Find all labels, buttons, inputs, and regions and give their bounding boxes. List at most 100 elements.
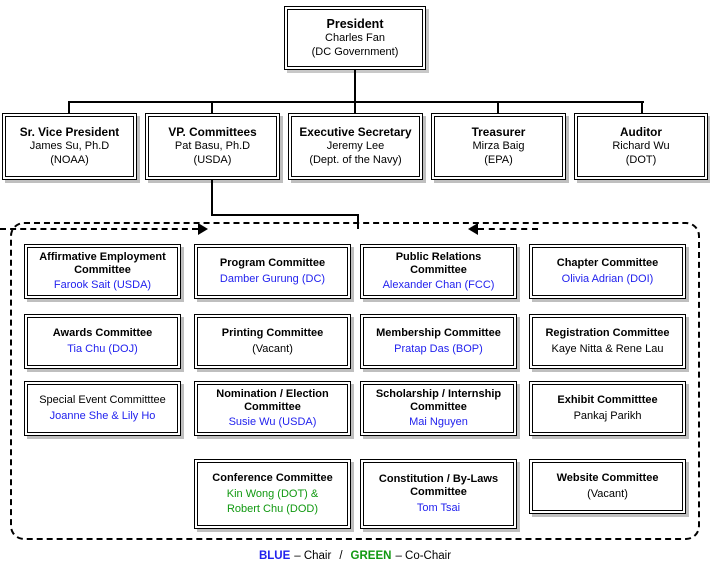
committee-4-title: Awards Committee — [52, 327, 153, 340]
officer-5-title: Auditor — [620, 124, 662, 139]
committee-5-inner: Printing Committee (Vacant) — [197, 317, 348, 366]
committee-6-person: Pratap Das (BOP) — [394, 343, 483, 355]
legend-green-meaning: – Co-Chair — [395, 550, 452, 562]
committee-7-title: Registration Committee — [545, 327, 670, 340]
node-treasurer-inner: Treasurer Mirza Baig (EPA) — [434, 116, 563, 177]
committee-7-person: Kaye Nitta & Rene Lau — [551, 343, 664, 355]
committee-5-person: (Vacant) — [252, 343, 293, 355]
node-committee-membership[interactable]: Membership Committee Pratap Das (BOP) — [360, 314, 517, 369]
committee-2-inner: Public Relations Committee Alexander Cha… — [363, 247, 514, 296]
node-committee-scholarship-internship[interactable]: Scholarship / Internship Committee Mai N… — [360, 381, 517, 436]
president-title: President — [326, 16, 384, 31]
officer-1-name: James Su, Ph.D — [29, 140, 110, 153]
officer-5-affiliation: (DOT) — [625, 154, 657, 167]
connector-vp-stem — [211, 180, 213, 216]
node-committee-special-event[interactable]: Special Event Committtee Joanne She & Li… — [24, 381, 181, 436]
node-sr-vice-president[interactable]: Sr. Vice President James Su, Ph.D (NOAA) — [2, 113, 137, 180]
officer-3-name: Jeremy Lee — [326, 140, 385, 153]
committee-3-inner: Chapter Committee Olivia Adrian (DOI) — [532, 247, 683, 296]
committee-13-inner: Constitution / By-Laws Committee Tom Tsa… — [363, 462, 514, 526]
legend: BLUE– Chair/GREEN– Co-Chair — [0, 550, 710, 562]
committee-7-inner: Registration Committee Kaye Nitta & Rene… — [532, 317, 683, 366]
connector-drop-officer-2 — [211, 101, 213, 117]
committee-11-title: Exhibit Committtee — [557, 394, 658, 407]
committee-4-person: Tia Chu (DOJ) — [67, 343, 138, 355]
officer-2-affiliation: (USDA) — [193, 154, 232, 167]
officer-3-affiliation: (Dept. of the Navy) — [309, 154, 402, 167]
connector-president-stem — [354, 70, 356, 103]
committee-1-title: Program Committee — [219, 257, 326, 270]
committee-2-person: Alexander Chan (FCC) — [382, 279, 495, 292]
legend-blue-label: BLUE — [258, 550, 291, 562]
committee-9-inner: Nomination / Election Committee Susie Wu… — [197, 384, 348, 433]
officer-4-affiliation: (EPA) — [484, 154, 513, 167]
committee-1-inner: Program Committee Damber Gurung (DC) — [197, 247, 348, 296]
connector-drop-officer-3 — [354, 101, 356, 117]
committee-0-person: Farook Sait (USDA) — [53, 279, 152, 292]
committee-0-inner: Affirmative Employment Committee Farook … — [27, 247, 178, 296]
committee-14-inner: Website Committee (Vacant) — [532, 462, 683, 511]
committee-11-person: Pankaj Parikh — [573, 410, 642, 422]
node-committee-program[interactable]: Program Committee Damber Gurung (DC) — [194, 244, 351, 299]
committee-6-title: Membership Committee — [376, 327, 501, 340]
node-treasurer[interactable]: Treasurer Mirza Baig (EPA) — [431, 113, 566, 180]
committee-12-person: Kin Wong (DOT) & — [226, 487, 319, 500]
committee-10-title: Scholarship / Internship Committee — [375, 387, 502, 413]
node-committee-website[interactable]: Website Committee (Vacant) — [529, 459, 686, 514]
node-committee-conference[interactable]: Conference Committee Kin Wong (DOT) & Ro… — [194, 459, 351, 529]
connector-dash-right — [478, 228, 538, 230]
node-committee-exhibit[interactable]: Exhibit Committtee Pankaj Parikh — [529, 381, 686, 436]
committee-14-title: Website Committee — [556, 472, 659, 485]
committee-0-title: Affirmative Employment Committee — [39, 250, 166, 276]
committee-13-title: Constitution / By-Laws Committee — [378, 473, 499, 499]
node-president-inner: President Charles Fan (DC Government) — [287, 9, 423, 67]
officer-4-title: Treasurer — [471, 124, 526, 139]
committee-9-person: Susie Wu (USDA) — [228, 416, 317, 429]
node-sr-vice-president-inner: Sr. Vice President James Su, Ph.D (NOAA) — [5, 116, 134, 177]
node-committee-nomination-election[interactable]: Nomination / Election Committee Susie Wu… — [194, 381, 351, 436]
connector-officer-bus — [68, 101, 644, 103]
committee-13-person: Tom Tsai — [416, 501, 461, 514]
node-president[interactable]: President Charles Fan (DC Government) — [284, 6, 426, 70]
node-committee-affirmative-employment[interactable]: Affirmative Employment Committee Farook … — [24, 244, 181, 299]
committee-9-title: Nomination / Election Committee — [216, 387, 329, 413]
node-vp-committees-inner: VP. Committees Pat Basu, Ph.D (USDA) — [148, 116, 277, 177]
president-affiliation: (DC Government) — [311, 46, 399, 59]
officer-1-affiliation: (NOAA) — [50, 154, 89, 167]
committees-group-boundary — [10, 222, 700, 540]
node-committee-registration[interactable]: Registration Committee Kaye Nitta & Rene… — [529, 314, 686, 369]
connector-drop-officer-1 — [68, 101, 70, 117]
committee-3-person: Olivia Adrian (DOI) — [561, 273, 654, 285]
node-vp-committees[interactable]: VP. Committees Pat Basu, Ph.D (USDA) — [145, 113, 280, 180]
node-executive-secretary[interactable]: Executive Secretary Jeremy Lee (Dept. of… — [288, 113, 423, 180]
officer-2-name: Pat Basu, Ph.D — [174, 140, 251, 153]
node-committee-constitution-bylaws[interactable]: Constitution / By-Laws Committee Tom Tsa… — [360, 459, 517, 529]
connector-vp-elbow-drop — [357, 214, 359, 229]
node-committee-public-relations[interactable]: Public Relations Committee Alexander Cha… — [360, 244, 517, 299]
officer-2-title: VP. Committees — [168, 124, 257, 139]
officer-5-name: Richard Wu — [612, 140, 670, 153]
committee-8-person: Joanne She & Lily Ho — [49, 410, 156, 422]
committee-5-title: Printing Committee — [221, 327, 324, 340]
committee-6-inner: Membership Committee Pratap Das (BOP) — [363, 317, 514, 366]
node-committee-printing[interactable]: Printing Committee (Vacant) — [194, 314, 351, 369]
node-executive-secretary-inner: Executive Secretary Jeremy Lee (Dept. of… — [291, 116, 420, 177]
arrow-into-committees-right — [468, 223, 478, 235]
committee-10-person: Mai Nguyen — [409, 416, 468, 429]
node-committee-chapter[interactable]: Chapter Committee Olivia Adrian (DOI) — [529, 244, 686, 299]
node-committee-awards[interactable]: Awards Committee Tia Chu (DOJ) — [24, 314, 181, 369]
committee-2-title: Public Relations Committee — [395, 250, 482, 276]
committee-10-inner: Scholarship / Internship Committee Mai N… — [363, 384, 514, 433]
committee-8-title: Special Event Committtee — [39, 394, 166, 407]
connector-drop-officer-5 — [641, 101, 643, 117]
node-auditor[interactable]: Auditor Richard Wu (DOT) — [574, 113, 708, 180]
president-name: Charles Fan — [325, 32, 385, 45]
committee-3-title: Chapter Committee — [556, 257, 659, 270]
committee-4-inner: Awards Committee Tia Chu (DOJ) — [27, 317, 178, 366]
officer-3-title: Executive Secretary — [299, 124, 412, 139]
connector-vp-elbow — [211, 214, 359, 216]
committee-1-person: Damber Gurung (DC) — [219, 273, 326, 285]
legend-separator: / — [339, 550, 343, 562]
officer-1-title: Sr. Vice President — [19, 124, 120, 139]
